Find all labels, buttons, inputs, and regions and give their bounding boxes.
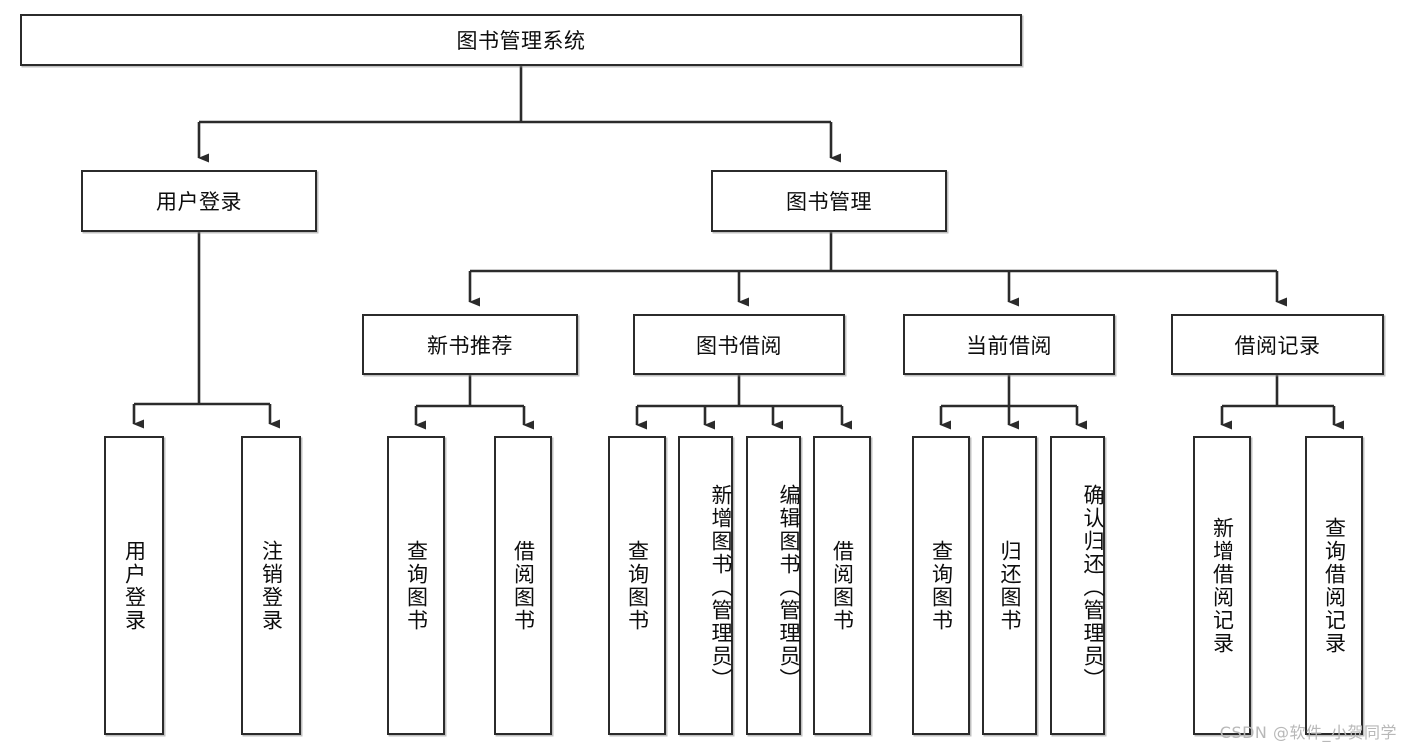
node-new-book-rec-label: 新书推荐 [427,333,513,358]
node-leaf-user-login[interactable]: 用户登录 [104,436,164,735]
node-book-borrow-label: 图书借阅 [696,333,782,358]
node-leaf-add-record[interactable]: 新增借阅记录 [1193,436,1251,735]
node-user-login[interactable]: 用户登录 [81,170,317,232]
node-leaf-query-book-2-label: 查询图书 [625,539,650,632]
node-leaf-borrow-book-2-label: 借阅图书 [830,539,855,632]
node-leaf-logout[interactable]: 注销登录 [241,436,301,735]
node-root[interactable]: 图书管理系统 [20,14,1022,66]
node-leaf-query-record-label: 查询借阅记录 [1322,516,1347,655]
node-leaf-logout-label: 注销登录 [259,539,284,632]
node-leaf-borrow-book-1-label: 借阅图书 [511,539,536,632]
node-borrow-record-label: 借阅记录 [1234,333,1321,358]
node-leaf-query-record[interactable]: 查询借阅记录 [1305,436,1363,735]
node-leaf-edit-book-label: 编辑图书（管理员） [777,484,801,691]
node-current-borrow-label: 当前借阅 [966,333,1052,358]
node-new-book-rec[interactable]: 新书推荐 [362,314,578,375]
node-leaf-return-book[interactable]: 归还图书 [982,436,1037,735]
node-leaf-query-book-3[interactable]: 查询图书 [912,436,970,735]
node-leaf-confirm-return[interactable]: 确认归还（管理员） [1050,436,1105,735]
node-book-manage-label: 图书管理 [786,190,872,214]
node-user-login-label: 用户登录 [156,190,242,214]
node-borrow-record[interactable]: 借阅记录 [1171,314,1384,375]
node-leaf-query-book-3-label: 查询图书 [929,539,954,632]
node-leaf-query-book-1-label: 查询图书 [404,539,429,632]
node-leaf-confirm-return-label: 确认归还（管理员） [1081,484,1105,691]
node-leaf-add-book[interactable]: 新增图书（管理员） [678,436,733,735]
node-root-label: 图书管理系统 [456,29,586,53]
node-leaf-add-record-label: 新增借阅记录 [1210,516,1235,655]
node-book-manage[interactable]: 图书管理 [711,170,947,232]
node-leaf-user-login-label: 用户登录 [122,539,147,632]
node-leaf-borrow-book-2[interactable]: 借阅图书 [813,436,871,735]
node-current-borrow[interactable]: 当前借阅 [903,314,1115,375]
node-leaf-edit-book[interactable]: 编辑图书（管理员） [746,436,801,735]
node-book-borrow[interactable]: 图书借阅 [633,314,845,375]
node-leaf-query-book-1[interactable]: 查询图书 [387,436,445,735]
node-leaf-return-book-label: 归还图书 [998,539,1022,632]
node-leaf-borrow-book-1[interactable]: 借阅图书 [494,436,552,735]
node-leaf-query-book-2[interactable]: 查询图书 [608,436,666,735]
node-leaf-add-book-label: 新增图书（管理员） [709,484,733,691]
